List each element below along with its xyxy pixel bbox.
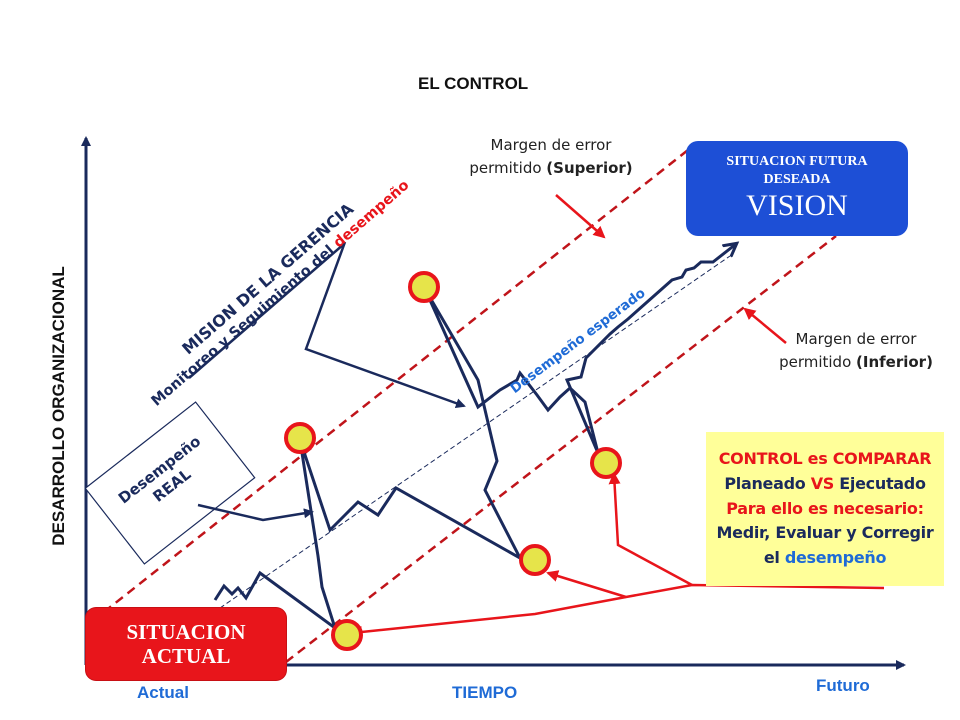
- situacion-actual-line1: SITUACION: [126, 619, 246, 644]
- control-arrow-3: [608, 472, 693, 587]
- margin-inferior-bold: (Inferior): [856, 353, 933, 372]
- mision-pointer: [304, 241, 466, 408]
- margin-superior-line2: permitido (Superior): [466, 157, 636, 180]
- checkpoint-marker: [408, 271, 440, 303]
- real-performance-path: [213, 244, 736, 632]
- control-arrow-2: [546, 570, 627, 599]
- checkpoint-marker: [519, 544, 551, 576]
- checkpoint-marker: [590, 447, 622, 479]
- x-axis-label: TIEMPO: [452, 683, 518, 702]
- mision-underline: [188, 243, 345, 379]
- margin-inferior-prefix: permitido: [779, 353, 857, 372]
- control-line2-a: Planeado: [724, 473, 811, 493]
- control-line5-a: el: [763, 548, 785, 568]
- desempeno-real-pointer: [197, 503, 314, 522]
- margin-superior-bold: (Superior): [546, 159, 633, 178]
- margin-line-superior: [103, 149, 689, 613]
- margin-inferior-line1: Margen de error: [795, 330, 917, 348]
- margin-inferior-line2: permitido (Inferior): [770, 351, 942, 374]
- vision-line2: DESEADA: [763, 172, 831, 188]
- control-line5: el desempeño: [706, 546, 944, 571]
- control-arrow-1: [350, 583, 885, 638]
- control-line3: Para ello es necesario:: [726, 498, 924, 518]
- control-line2-c: Ejecutado: [834, 473, 926, 493]
- margin-superior-prefix: permitido: [469, 159, 547, 178]
- control-box: CONTROL es COMPARAR Planeado VS Ejecutad…: [706, 432, 944, 586]
- checkpoints: [284, 271, 622, 651]
- vision-box: SITUACION FUTURA DESEADA VISION: [686, 141, 908, 236]
- control-line2-b: VS: [810, 473, 835, 493]
- desempeno-real-box: [84, 401, 256, 565]
- control-line4: Medir, Evaluar y Corregir: [716, 523, 934, 543]
- y-axis-label: DESARROLLO ORGANIZACIONAL: [49, 266, 68, 546]
- margin-inferior-arrow: [743, 307, 787, 344]
- situacion-actual-line2: ACTUAL: [141, 644, 231, 668]
- expected-performance-line: [219, 255, 731, 609]
- checkpoint-marker: [331, 619, 363, 651]
- x-axis-start-label: Actual: [137, 683, 189, 702]
- margin-superior-line1: Margen de error: [490, 136, 612, 154]
- margin-inferior-label: Margen de error permitido (Inferior): [770, 328, 942, 375]
- margin-superior-arrow: [555, 194, 606, 239]
- control-line5-b: desempeño: [784, 548, 887, 568]
- vision-line1: SITUACION FUTURA: [726, 154, 868, 170]
- margin-superior-label: Margen de error permitido (Superior): [466, 134, 636, 181]
- x-axis-end-label: Futuro: [816, 676, 870, 695]
- vision-line3: VISION: [746, 189, 848, 223]
- control-line2: Planeado VS Ejecutado: [706, 472, 944, 497]
- situacion-actual-box: SITUACION ACTUAL: [86, 608, 286, 680]
- margin-line-inferior: [285, 235, 837, 663]
- diagram-title: EL CONTROL: [418, 74, 529, 93]
- control-line1: CONTROL es COMPARAR: [718, 449, 932, 468]
- checkpoint-marker: [284, 422, 316, 454]
